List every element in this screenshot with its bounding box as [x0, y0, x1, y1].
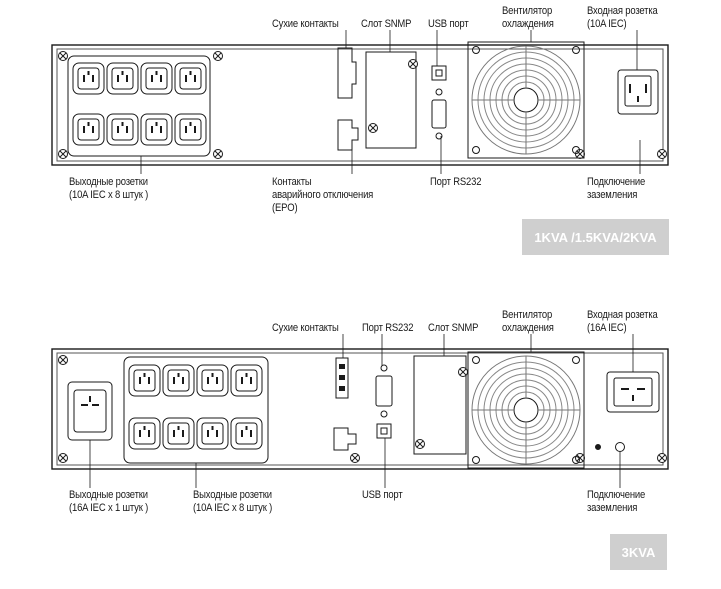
iec-c13-socket-icon [140, 113, 173, 146]
label-rs232-port: Порт RS232 [362, 322, 414, 334]
screw-icon [58, 355, 68, 365]
label-output-sockets: Выходные розетки (10A IEC x 8 штук ) [69, 176, 149, 201]
leader-lines [89, 334, 634, 488]
label-snmp-slot: Слот SNMP [361, 18, 412, 30]
label-epo-contacts: Контакты аварийного отключения (EPO) [272, 176, 374, 214]
screw-icon [435, 88, 443, 96]
label-cooling-fan: Вентилятор охлаждения [502, 309, 554, 334]
label-cooling-fan: Вентилятор охлаждения [502, 5, 554, 30]
screw-icon [213, 51, 223, 61]
label-dry-contacts: Сухие контакты [272, 322, 339, 334]
iec-c13-socket-icon [174, 113, 207, 146]
ground-terminal-icon [595, 444, 601, 450]
label-ground-connection: Подключение заземления [587, 489, 646, 514]
usb-port-icon [376, 423, 392, 439]
rs232-port-icon [431, 99, 447, 129]
iec-c13-socket-icon [162, 364, 195, 397]
screw-icon [368, 123, 378, 133]
screw-icon [380, 410, 388, 418]
label-usb-port: USB порт [428, 18, 469, 30]
chassis-outline [51, 44, 669, 166]
screw-icon [58, 453, 68, 463]
screw-icon [58, 51, 68, 61]
iec-c13-socket-icon [140, 62, 173, 95]
label-snmp-slot: Слот SNMP [428, 322, 479, 334]
screw-icon [657, 453, 667, 463]
screw-icon [435, 132, 443, 140]
dry-contacts-connector [335, 357, 349, 399]
iec-c13-socket-icon [162, 417, 195, 450]
cooling-fan-icon [467, 351, 585, 469]
iec-c13-socket-icon [230, 417, 263, 450]
iec-c13-socket-icon [72, 62, 105, 95]
epo-connector [333, 427, 357, 451]
ups-unit-1-2kva [51, 30, 669, 174]
label-input-socket: Входная розетка (10A IEC) [587, 5, 658, 30]
input-socket-frame [617, 69, 659, 115]
epo-connector [337, 119, 359, 151]
screw-icon [575, 453, 585, 463]
screw-icon [415, 439, 425, 449]
label-ground-connection: Подключение заземления [587, 176, 646, 201]
screw-icon [213, 149, 223, 159]
model-badge-1-2kva: 1KVA /1.5KVA/2KVA [522, 219, 669, 255]
label-rs232-port: Порт RS232 [430, 176, 482, 188]
rs232-port-icon [375, 375, 393, 407]
screw-icon [575, 149, 585, 159]
chassis-outline [51, 348, 669, 470]
iec-c20-input-icon [613, 377, 653, 407]
dry-contacts-connector [337, 47, 357, 99]
label-dry-contacts: Сухие контакты [272, 18, 339, 30]
label-output-16a: Выходные розетки (16A IEC x 1 штук ) [69, 489, 149, 514]
screw-icon [458, 367, 468, 377]
label-output-10a: Выходные розетки (10A IEC x 8 штук ) [193, 489, 273, 514]
screw-icon [350, 453, 360, 463]
iec-c13-socket-icon [72, 113, 105, 146]
screw-icon [58, 149, 68, 159]
iec-c13-socket-icon [106, 62, 139, 95]
cooling-fan-icon [467, 41, 585, 159]
label-usb-port: USB порт [362, 489, 403, 501]
usb-port-inner [435, 69, 443, 77]
iec-c13-socket-icon [230, 364, 263, 397]
usb-port-icon [431, 65, 447, 81]
snmp-slot [365, 51, 417, 149]
iec-c13-socket-icon [196, 417, 229, 450]
iec-c13-socket-icon [128, 417, 161, 450]
ground-screw-icon [615, 442, 625, 452]
iec-c19-socket-icon [73, 389, 107, 433]
screw-icon [380, 364, 388, 372]
screw-icon [657, 149, 667, 159]
chassis-inner-rim [56, 48, 664, 162]
iec-c13-socket-icon [128, 364, 161, 397]
label-input-socket: Входная розетка (16A IEC) [587, 309, 658, 334]
iec-c13-socket-icon [174, 62, 207, 95]
usb-port-inner [380, 427, 388, 435]
iec-c13-socket-icon [196, 364, 229, 397]
ups-unit-3kva [51, 334, 669, 488]
iec-c14-input-icon [624, 75, 652, 107]
screw-icon [408, 59, 418, 69]
iec-c13-socket-icon [106, 113, 139, 146]
model-badge-3kva: 3KVA [610, 534, 667, 570]
chassis-inner-rim [56, 352, 664, 466]
snmp-slot [413, 355, 467, 455]
leader-lines [140, 30, 641, 174]
